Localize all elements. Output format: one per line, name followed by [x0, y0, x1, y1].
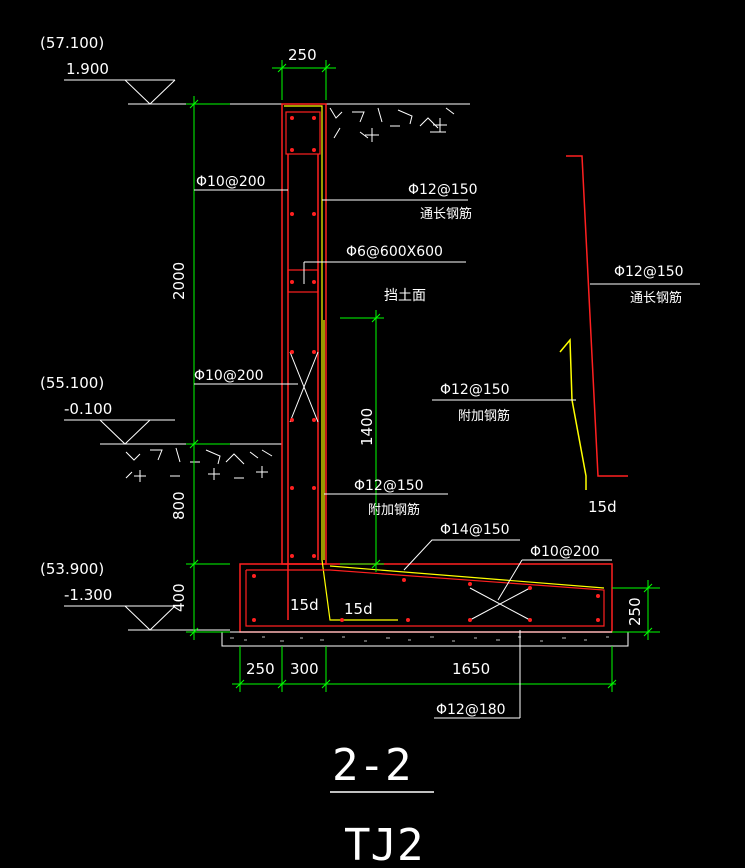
- elevation-marker-bottom: (53.900) -1.300: [40, 560, 230, 631]
- detail-long-bar: [566, 155, 700, 477]
- callout-footing-bottom: Φ12@180: [436, 702, 506, 718]
- elevation-marker-middle: (55.100) -0.100: [40, 374, 282, 445]
- detail-long-bar-note: 通长钢筋: [630, 290, 682, 306]
- callout-outer-vertical: Φ10@200: [196, 174, 266, 190]
- wall-rebar: [284, 105, 398, 621]
- elevation-rel-bottom: -1.300: [64, 586, 112, 604]
- dimension-lines: [186, 60, 660, 692]
- callout-footing-top: Φ14@150: [440, 522, 510, 538]
- elevation-marker-top: (57.100) 1.900: [40, 34, 470, 105]
- callout-inner-main: Φ12@150: [408, 182, 478, 198]
- elevation-rel-middle: -0.100: [64, 400, 112, 418]
- dim-wall-height: 2000: [170, 262, 188, 300]
- callout-tie: Φ6@600X600: [346, 244, 443, 260]
- section-name: TJ2: [344, 820, 423, 868]
- callout-added-inner-note: 附加钢筋: [368, 502, 420, 518]
- callout-leaders: [194, 189, 612, 719]
- callout-footing-dist: Φ10@200: [530, 544, 600, 560]
- soil-face-label: 挡土面: [384, 288, 426, 304]
- elevation-abs-bottom: (53.900): [40, 560, 104, 578]
- elevation-abs-middle: (55.100): [40, 374, 104, 392]
- section-title: 2-2 TJ2: [330, 740, 434, 868]
- section-number: 2-2: [332, 740, 411, 791]
- blinding-layer: [221, 631, 629, 647]
- dim-wall-width: 250: [288, 46, 317, 64]
- callout-outer-vertical-lower: Φ10@200: [194, 368, 264, 384]
- detail-added-bar-note: 附加钢筋: [458, 408, 510, 424]
- elevation-abs-top: (57.100): [40, 34, 104, 52]
- anchor-label-1: 15d: [290, 596, 319, 614]
- dim-toe: 250: [246, 660, 275, 678]
- detail-anchor-label: 15d: [588, 498, 617, 516]
- soil-hatch-middle: [125, 447, 273, 482]
- callout-added-inner: Φ12@150: [354, 478, 424, 494]
- dim-mid-height: 800: [170, 491, 188, 520]
- dim-added-bar: 1400: [358, 408, 376, 446]
- detail-added-bar: [432, 338, 587, 490]
- callout-inner-main-note: 通长钢筋: [420, 206, 472, 222]
- dim-heel: 1650: [452, 660, 490, 678]
- anchor-label-2: 15d: [344, 600, 373, 618]
- elevation-rel-top: 1.900: [66, 60, 109, 78]
- dim-footing-left: 400: [170, 583, 188, 612]
- detail-added-bar-label: Φ12@150: [440, 382, 510, 398]
- soil-hatch-top: [329, 107, 455, 142]
- dim-footing-right: 250: [626, 597, 644, 626]
- detail-long-bar-label: Φ12@150: [614, 264, 684, 280]
- dim-stem: 300: [290, 660, 319, 678]
